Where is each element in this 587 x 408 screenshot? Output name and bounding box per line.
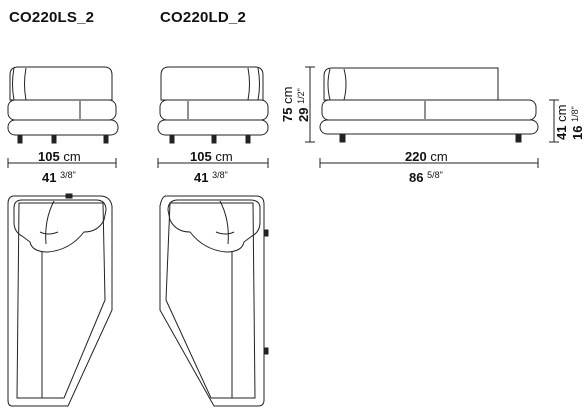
- model-code-ls: CO220LS_2: [9, 9, 95, 26]
- ls-width-cm: 105 cm: [38, 149, 81, 164]
- dimension-lines: [7, 66, 559, 168]
- seat-height-cm: 41 cm: [554, 104, 569, 140]
- ls-top-view: [7, 193, 113, 407]
- ld-top-view: [159, 195, 269, 407]
- ls-width-inch: 41 3/8": [42, 170, 76, 185]
- model-code-ld: CO220LD_2: [160, 9, 247, 26]
- side-width-cm: 220 cm: [405, 149, 448, 164]
- seat-height-inch: 16 1/8": [570, 106, 585, 140]
- ld-width-cm: 105 cm: [190, 149, 233, 164]
- height-inch: 29 1/2": [296, 88, 311, 122]
- ld-width-inch: 41 3/8": [194, 170, 228, 185]
- side-width-inch: 86 5/8": [409, 170, 443, 185]
- ld-front-view: [157, 66, 269, 144]
- ls-front-view: [7, 66, 119, 144]
- height-cm: 75 cm: [280, 86, 295, 122]
- side-view: [319, 67, 539, 143]
